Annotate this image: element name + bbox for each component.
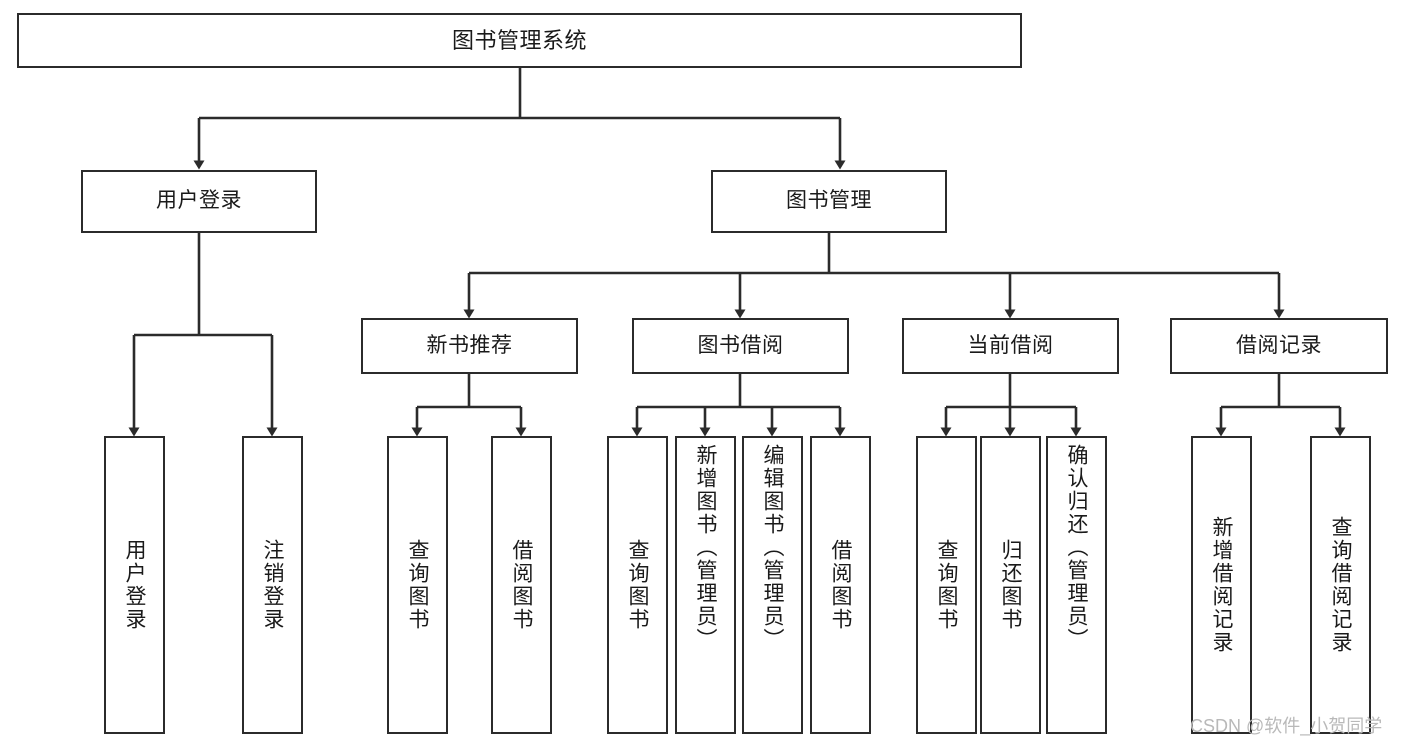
node-new-book-recommend[interactable]: 新书推荐: [361, 318, 578, 374]
node-leaf-confirm-return-admin-label: 确认归还（管理员）: [1065, 444, 1088, 651]
node-leaf-user-login[interactable]: 用户登录: [104, 436, 165, 734]
node-leaf-user-login-label: 用户登录: [123, 539, 146, 631]
node-leaf-edit-book-admin[interactable]: 编辑图书（管理员）: [742, 436, 803, 734]
node-leaf-logout-label: 注销登录: [261, 539, 284, 631]
node-leaf-return-book[interactable]: 归还图书: [980, 436, 1041, 734]
node-current-borrow-label: 当前借阅: [967, 333, 1054, 357]
watermark-text: CSDN @软件_小贺同学: [1190, 716, 1383, 736]
node-current-borrow[interactable]: 当前借阅: [902, 318, 1119, 374]
node-new-book-recommend-label: 新书推荐: [426, 333, 513, 357]
node-user-login[interactable]: 用户登录: [81, 170, 317, 233]
node-leaf-new-book-query-label: 查询图书: [406, 539, 429, 631]
node-leaf-borrow-book-label: 借阅图书: [829, 539, 852, 631]
node-leaf-add-borrow-record-label: 新增借阅记录: [1210, 516, 1233, 654]
node-leaf-current-query-book[interactable]: 查询图书: [916, 436, 977, 734]
node-leaf-query-borrow-record-label: 查询借阅记录: [1329, 516, 1352, 654]
node-leaf-new-book-borrow-label: 借阅图书: [510, 539, 533, 631]
node-leaf-logout[interactable]: 注销登录: [242, 436, 303, 734]
node-root-book-management-system[interactable]: 图书管理系统: [17, 13, 1022, 68]
node-leaf-new-book-borrow[interactable]: 借阅图书: [491, 436, 552, 734]
node-leaf-query-borrow-record[interactable]: 查询借阅记录: [1310, 436, 1371, 734]
node-leaf-edit-book-admin-label: 编辑图书（管理员）: [761, 444, 784, 651]
node-borrow-record-label: 借阅记录: [1236, 333, 1322, 357]
node-root-label: 图书管理系统: [451, 27, 587, 53]
node-leaf-new-book-query[interactable]: 查询图书: [387, 436, 448, 734]
node-leaf-add-borrow-record[interactable]: 新增借阅记录: [1191, 436, 1252, 734]
node-book-borrow[interactable]: 图书借阅: [632, 318, 849, 374]
node-book-borrow-label: 图书借阅: [697, 333, 784, 357]
node-leaf-current-query-book-label: 查询图书: [935, 539, 958, 631]
node-user-login-label: 用户登录: [156, 189, 242, 213]
node-leaf-borrow-query-book[interactable]: 查询图书: [607, 436, 668, 734]
node-borrow-record[interactable]: 借阅记录: [1170, 318, 1388, 374]
node-leaf-return-book-label: 归还图书: [999, 539, 1022, 631]
node-leaf-confirm-return-admin[interactable]: 确认归还（管理员）: [1046, 436, 1107, 734]
node-leaf-add-book-admin-label: 新增图书（管理员）: [694, 444, 717, 651]
node-leaf-borrow-query-book-label: 查询图书: [626, 539, 649, 631]
node-book-management-label: 图书管理: [786, 189, 872, 213]
node-book-management[interactable]: 图书管理: [711, 170, 947, 233]
node-leaf-borrow-book[interactable]: 借阅图书: [810, 436, 871, 734]
node-leaf-add-book-admin[interactable]: 新增图书（管理员）: [675, 436, 736, 734]
